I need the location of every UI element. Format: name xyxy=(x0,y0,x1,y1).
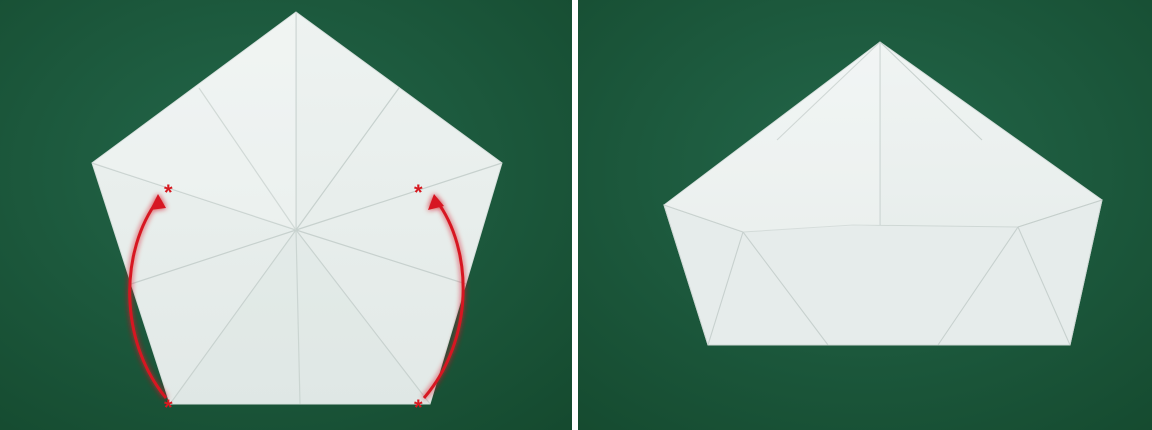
photo-step-b xyxy=(578,0,1152,430)
photo-step-b-canvas xyxy=(578,0,1152,430)
asterisk-marker-icon: * xyxy=(164,395,173,420)
asterisk-marker-icon: * xyxy=(164,180,173,205)
photo-step-a-canvas: * * * * xyxy=(0,0,572,430)
photo-step-a: * * * * xyxy=(0,0,572,430)
asterisk-marker-icon: * xyxy=(414,395,423,420)
asterisk-marker-icon: * xyxy=(414,180,423,205)
